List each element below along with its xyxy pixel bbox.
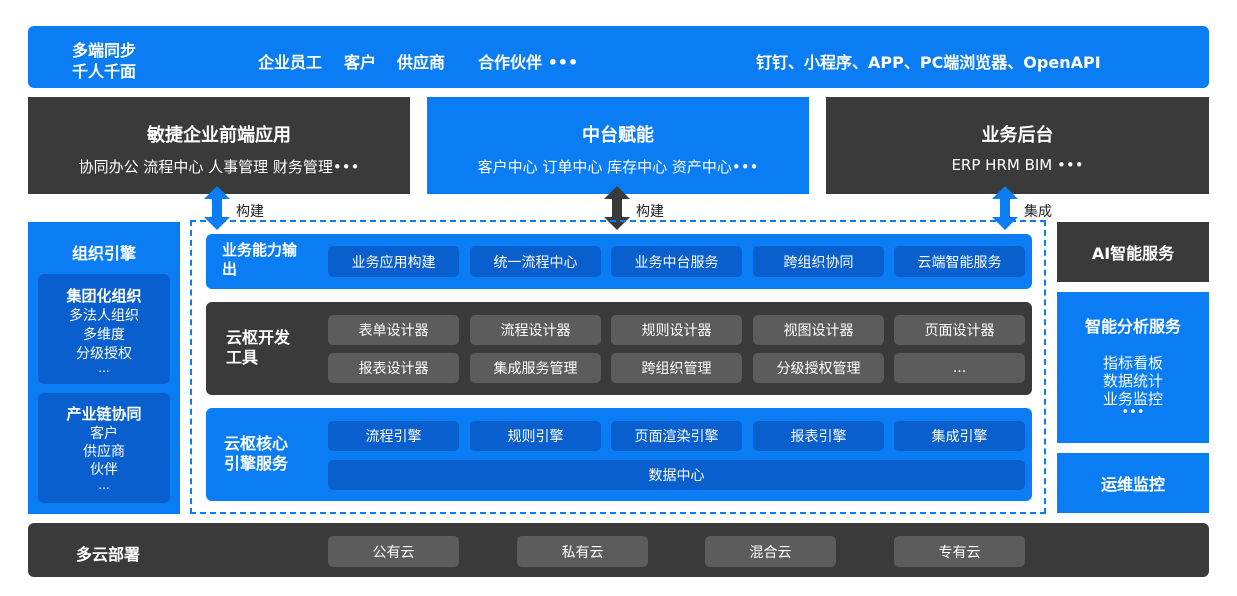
biz-output-title: 业务能力输出 — [222, 241, 298, 278]
integrate-arrow-right-icon — [992, 186, 1018, 230]
deploy-chip: 专有云 — [894, 536, 1025, 567]
core-engine-chip: 流程引擎 — [328, 421, 459, 451]
top-bar — [28, 26, 1209, 88]
group-org-line: ... — [98, 361, 110, 375]
user-type-customer: 客户 — [344, 53, 377, 72]
biz-output-chip: 跨组织协同 — [753, 246, 884, 277]
analysis-service-line: ••• — [1121, 405, 1145, 420]
core-engine-chip: 页面渲染引擎 — [611, 421, 742, 451]
front-apps-title: 敏捷企业前端应用 — [147, 125, 291, 146]
front-apps-panel — [28, 97, 410, 194]
integrate-arrow-right-label: 集成 — [1024, 204, 1052, 220]
dev-tool-chip: 分级授权管理 — [753, 353, 884, 383]
industry-chain-line: 伙伴 — [90, 462, 118, 478]
industry-chain-box — [38, 393, 170, 503]
dev-tool-chip: 流程设计器 — [470, 315, 601, 345]
group-org-box — [38, 274, 170, 384]
build-arrow-left-icon — [204, 186, 230, 230]
dev-tool-chip: 跨组织管理 — [611, 353, 742, 383]
analysis-service-line: 数据统计 — [1102, 372, 1163, 390]
data-center-chip: 数据中心 — [328, 460, 1025, 490]
group-org-line: 分级授权 — [76, 346, 132, 362]
org-engine-title: 组织引擎 — [71, 244, 136, 263]
ops-monitor-label: 运维监控 — [1100, 475, 1165, 494]
core-engine-chip: 报表引擎 — [753, 421, 884, 451]
backend-title: 业务后台 — [981, 125, 1054, 146]
ai-service-label: AI智能服务 — [1091, 244, 1175, 263]
top-bar-title-line2: 千人千面 — [72, 62, 137, 81]
dev-tools-title: 云枢开发工具 — [226, 328, 291, 367]
user-type-partner: 合作伙伴 ••• — [478, 53, 579, 72]
industry-chain-title: 产业链协同 — [66, 405, 142, 423]
dev-tool-chip: 集成服务管理 — [470, 353, 601, 383]
dev-tool-chip: 规则设计器 — [611, 315, 742, 345]
middle-platform-items: 客户中心 订单中心 库存中心 资产中心••• — [477, 158, 759, 176]
group-org-line: 多法人组织 — [69, 308, 139, 324]
middle-platform-title: 中台赋能 — [582, 125, 654, 146]
ai-service-panel: AI智能服务 — [1057, 222, 1209, 282]
channel-list: 钉钉、小程序、APP、PC端浏览器、OpenAPI — [756, 53, 1101, 72]
analysis-service-line: 指标看板 — [1102, 354, 1163, 372]
build-arrow-middle-icon — [604, 186, 630, 230]
dev-tool-chip: 报表设计器 — [328, 353, 459, 383]
analysis-service-line: 业务监控 — [1102, 390, 1163, 408]
middle-platform-panel — [427, 97, 809, 194]
build-arrow-left-label: 构建 — [236, 204, 264, 220]
top-bar-title-line1: 多端同步 — [72, 41, 137, 60]
analysis-service-panel — [1057, 292, 1209, 443]
dev-tool-chip: 表单设计器 — [328, 315, 459, 345]
industry-chain-line: 客户 — [90, 426, 118, 442]
group-org-title: 集团化组织 — [66, 287, 142, 305]
ops-monitor-panel: 运维监控 — [1057, 453, 1209, 513]
deploy-chip: 私有云 — [517, 536, 648, 567]
deploy-title: 多云部署 — [76, 545, 141, 564]
platform-dashed-frame — [190, 220, 1046, 514]
dev-tool-chip: ... — [894, 353, 1025, 383]
dev-tool-chip: 视图设计器 — [753, 315, 884, 345]
core-engine-title: 云枢核心引擎服务 — [224, 434, 289, 473]
front-apps-items: 协同办公 流程中心 人事管理 财务管理••• — [78, 158, 360, 176]
core-engine-chip: 规则引擎 — [470, 421, 601, 451]
deploy-chip: 公有云 — [328, 536, 459, 567]
user-type-supplier: 供应商 — [397, 53, 446, 72]
analysis-service-title: 智能分析服务 — [1084, 317, 1181, 336]
dev-tool-chip: 页面设计器 — [894, 315, 1025, 345]
group-org-line: 多维度 — [83, 327, 125, 343]
biz-output-chip: 业务应用构建 — [328, 246, 459, 277]
biz-output-chip: 云端智能服务 — [894, 246, 1025, 277]
backend-panel — [826, 97, 1209, 194]
industry-chain-line: 供应商 — [83, 444, 125, 460]
build-arrow-middle-label: 构建 — [636, 204, 664, 220]
core-engine-chip: 集成引擎 — [894, 421, 1025, 451]
industry-chain-line: ... — [98, 478, 110, 492]
backend-items: ERP HRM BIM ••• — [951, 156, 1084, 174]
biz-output-chip: 业务中台服务 — [611, 246, 742, 277]
user-type-employee: 企业员工 — [258, 53, 323, 72]
deploy-chip: 混合云 — [705, 536, 836, 567]
biz-output-chip: 统一流程中心 — [470, 246, 601, 277]
